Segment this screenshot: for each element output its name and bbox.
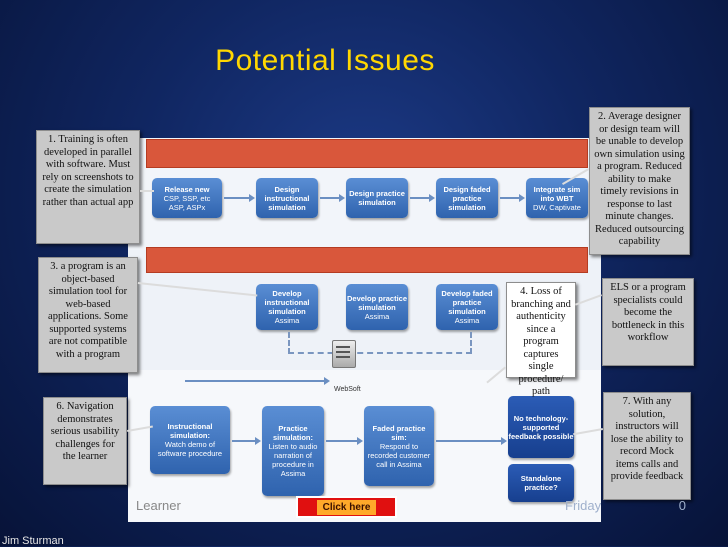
process-label: Design practice simulation [349,189,405,207]
process-tool: ASP, ASPx [168,202,206,212]
process-label: Design instructional simulation [264,184,310,212]
process-tool: Assima [454,316,480,325]
callout-5: ELS or a program specialists could becom… [602,278,694,366]
learner-standalone-practice: Standalone practice? [508,464,574,502]
arrow [224,194,255,202]
process-sub: CSP, SSP, etc [163,193,211,203]
callout-7: 7. With any solution, instructors will l… [603,392,691,500]
process-design-practice: Design practice simulation [346,178,408,218]
callout-leader [140,190,154,192]
process-label: Release new [164,184,210,194]
arrow [326,437,363,445]
arrow [185,377,330,385]
process-release-new: Release new CSP, SSP, etc ASP, ASPx [152,178,222,218]
server-icon [332,340,356,368]
process-sub: DW, Captivate [533,202,581,212]
red-bar-top [146,139,588,168]
process-design-instructional: Design instructional simulation [256,178,318,218]
process-develop-instructional: Develop instructional simulation Assima [256,284,318,330]
footer-date: Friday 0 [565,498,686,513]
learner-faded-sim: Faded practice sim: Respond to recorded … [364,406,434,486]
arrow [232,437,261,445]
process-label: Develop practice simulation [346,293,408,312]
process-integrate-sim: Integrate sim into WBT DW, Captivate [526,178,588,218]
server-label: WebSoft [334,386,361,393]
dashed-connector [288,332,472,354]
slide-title: Potential Issues [215,44,435,77]
callout-6: 6. Navigation demonstrates serious usabi… [43,397,127,485]
process-label: Develop faded practice simulation [441,289,493,316]
learner-practice-sim: Practice simulation: Listen to audio nar… [262,406,324,496]
process-develop-practice: Develop practice simulation Assima [346,284,408,330]
callout-2: 2. Average designer or design team will … [589,107,690,255]
click-here-label: Click here [316,499,377,515]
process-label: Integrate sim into WBT [533,184,581,203]
process-tool: Assima [364,311,390,321]
learner-instructional-sim: Instructional simulation: Watch demo of … [150,406,230,474]
callout-3: 3. a program is an object-based simulati… [38,257,138,373]
process-label: Develop instructional simulation [264,289,310,316]
process-label: Faded practice sim: [372,423,426,442]
red-bar-middle [146,247,588,273]
arrow [410,194,435,202]
process-label: Standalone practice? [520,474,562,492]
arrow [436,437,507,445]
process-label: Instructional simulation: [167,422,213,440]
process-label: No technology-supported feedback possibl… [508,413,574,441]
process-design-faded: Design faded practice simulation [436,178,498,218]
callout-4: 4. Loss of branching and authenticity si… [506,282,576,397]
learner-label: Learner [136,498,181,513]
footer-page-number: 0 [678,498,686,513]
arrow [320,194,345,202]
arrow [500,194,525,202]
footer-date-text: Friday [565,498,602,513]
callout-1: 1. Training is often developed in parall… [36,130,140,244]
process-label: Practice simulation: [272,424,313,442]
footer-author: Jim Sturman [2,535,64,547]
learner-no-feedback: No technology-supported feedback possibl… [508,396,574,458]
process-sub: Respond to recorded customer call in Ass… [367,441,431,469]
process-label: Design faded practice simulation [443,184,491,212]
process-sub: Watch demo of software procedure [157,440,223,458]
process-tool: Assima [274,316,300,325]
process-sub: Listen to audio narration of procedure i… [268,442,318,478]
click-here-button[interactable]: Click here [296,496,397,518]
process-develop-faded: Develop faded practice simulation Assima [436,284,498,330]
